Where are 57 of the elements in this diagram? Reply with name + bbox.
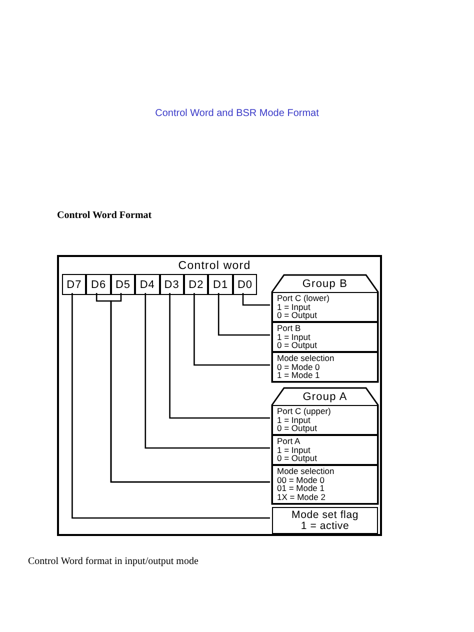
frame-heading: Control word: [177, 260, 252, 273]
bit-box: [110, 274, 136, 295]
bit-box: [232, 274, 258, 295]
field-box: [272, 322, 378, 352]
field-value: 0 = Output: [277, 341, 318, 350]
section-heading: Control Word Format: [57, 210, 152, 221]
field-value: 1 = Mode 1: [277, 371, 321, 380]
field-box: [272, 352, 378, 382]
bit-label: D1: [213, 278, 228, 290]
bit-box: [160, 274, 184, 295]
field-value: 01 = Mode 1: [277, 484, 326, 492]
field-title: Mode set flag: [292, 510, 358, 520]
bit-box: [208, 274, 233, 295]
flag-box: [272, 507, 378, 534]
field-value: 1X = Mode 2: [277, 492, 326, 501]
bit-label: D0: [237, 278, 253, 290]
bit-label: D6: [91, 278, 106, 290]
bit-label: D5: [115, 278, 131, 290]
page-title: Control Word and BSR Mode Format: [155, 107, 319, 121]
field-title: Port A: [277, 437, 302, 446]
field-title: Port C (upper): [277, 407, 332, 416]
field-value: 0 = Output: [277, 424, 318, 432]
bit-box: [62, 274, 86, 295]
bit-label: D7: [66, 278, 82, 290]
field-title: Port B: [277, 324, 302, 332]
bit-box: [184, 274, 208, 295]
field-title: Mode selection: [277, 354, 336, 362]
diagram-frame: [57, 255, 382, 536]
group-heading: Group B: [301, 278, 349, 291]
connector-line: [218, 293, 270, 336]
caption: Control Word format in input/output mode: [28, 556, 198, 567]
field-value: 1 = Input: [277, 446, 312, 454]
field-value: 0 = Output: [277, 311, 318, 320]
field-value: 00 = Mode 0: [277, 476, 326, 484]
bit-box: [135, 274, 160, 295]
bit-box: [86, 274, 111, 295]
bit-label: D2: [188, 278, 204, 290]
bit-label: D4: [140, 278, 155, 290]
field-value: 0 = Output: [277, 454, 318, 462]
field-title: Port C (lower): [277, 294, 330, 302]
field-box: [272, 435, 378, 465]
field-box: [272, 405, 378, 435]
field-value: 1 = Input: [277, 332, 312, 341]
connector-line: [242, 293, 270, 306]
field-value: 1 = Input: [277, 416, 310, 424]
connector-line: [72, 293, 270, 519]
connector-line: [144, 293, 270, 449]
field-value: 1 = Input: [277, 302, 310, 311]
field-box: [272, 465, 378, 504]
group-heading: Group A: [302, 391, 348, 404]
field-value: 1 = active: [300, 520, 350, 532]
field-value: 0 = Mode 0: [277, 362, 321, 371]
field-title: Mode selection: [277, 467, 336, 476]
connector-line: [169, 293, 270, 419]
connector-line: [194, 293, 270, 366]
field-box: [272, 292, 378, 322]
bit-label: D3: [164, 278, 180, 290]
